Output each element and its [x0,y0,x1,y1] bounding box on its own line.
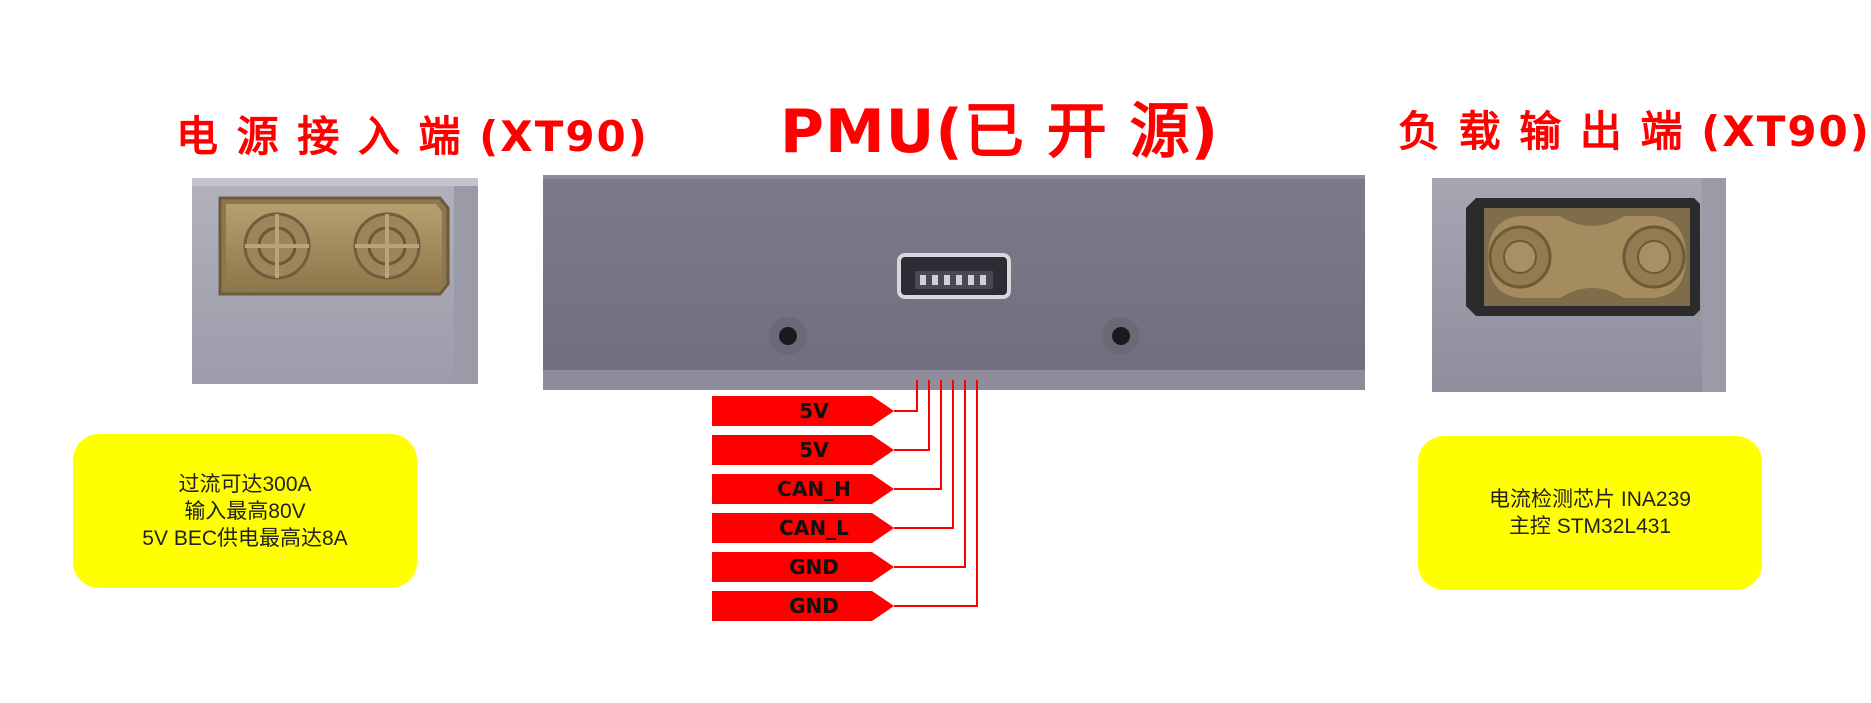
output-xt90-connector [1432,178,1726,392]
spec-line: 主控 STM32L431 [1508,515,1672,538]
spec-line: 5V BEC供电最高达8A [142,526,348,550]
input-port-title: 电 源 接 入 端 (XT90) [176,112,649,161]
input-spec-note: 过流可达300A 输入最高80V 5V BEC供电最高达8A [73,434,417,588]
pmu-title: PMU(已 开 源) [780,97,1220,167]
pin-label: GND [789,555,839,579]
pin-label: CAN_H [777,477,851,501]
spec-line: 电流检测芯片 INA239 [1489,488,1691,511]
spec-line: 过流可达300A [178,472,312,496]
pin-wire [894,380,942,490]
spec-line: 输入最高80V [184,499,306,523]
pin-tag [712,435,894,465]
pin-tag [712,396,894,426]
pin-wire [894,380,954,529]
pin-wire [894,380,966,568]
pin-label: GND [789,594,839,618]
pin-tag [712,474,894,504]
pin-wire [894,380,930,451]
pinout-diagram: 5V 5V CAN_H CAN_L GND GND [712,380,978,621]
pin-label: 5V [799,438,829,462]
pin-wire [894,380,978,607]
pin-tag [712,513,894,543]
pin-label: CAN_L [779,516,849,540]
pin-label: 5V [799,399,829,423]
input-xt90-connector [192,178,478,384]
pin-tag [712,591,894,621]
output-port-title: 负 载 输 出 端 (XT90) [1398,107,1871,156]
pmu-housing [543,175,1365,390]
chip-spec-note: 电流检测芯片 INA239 主控 STM32L431 [1418,436,1762,590]
pin-wire [894,380,918,412]
pin-tag [712,552,894,582]
